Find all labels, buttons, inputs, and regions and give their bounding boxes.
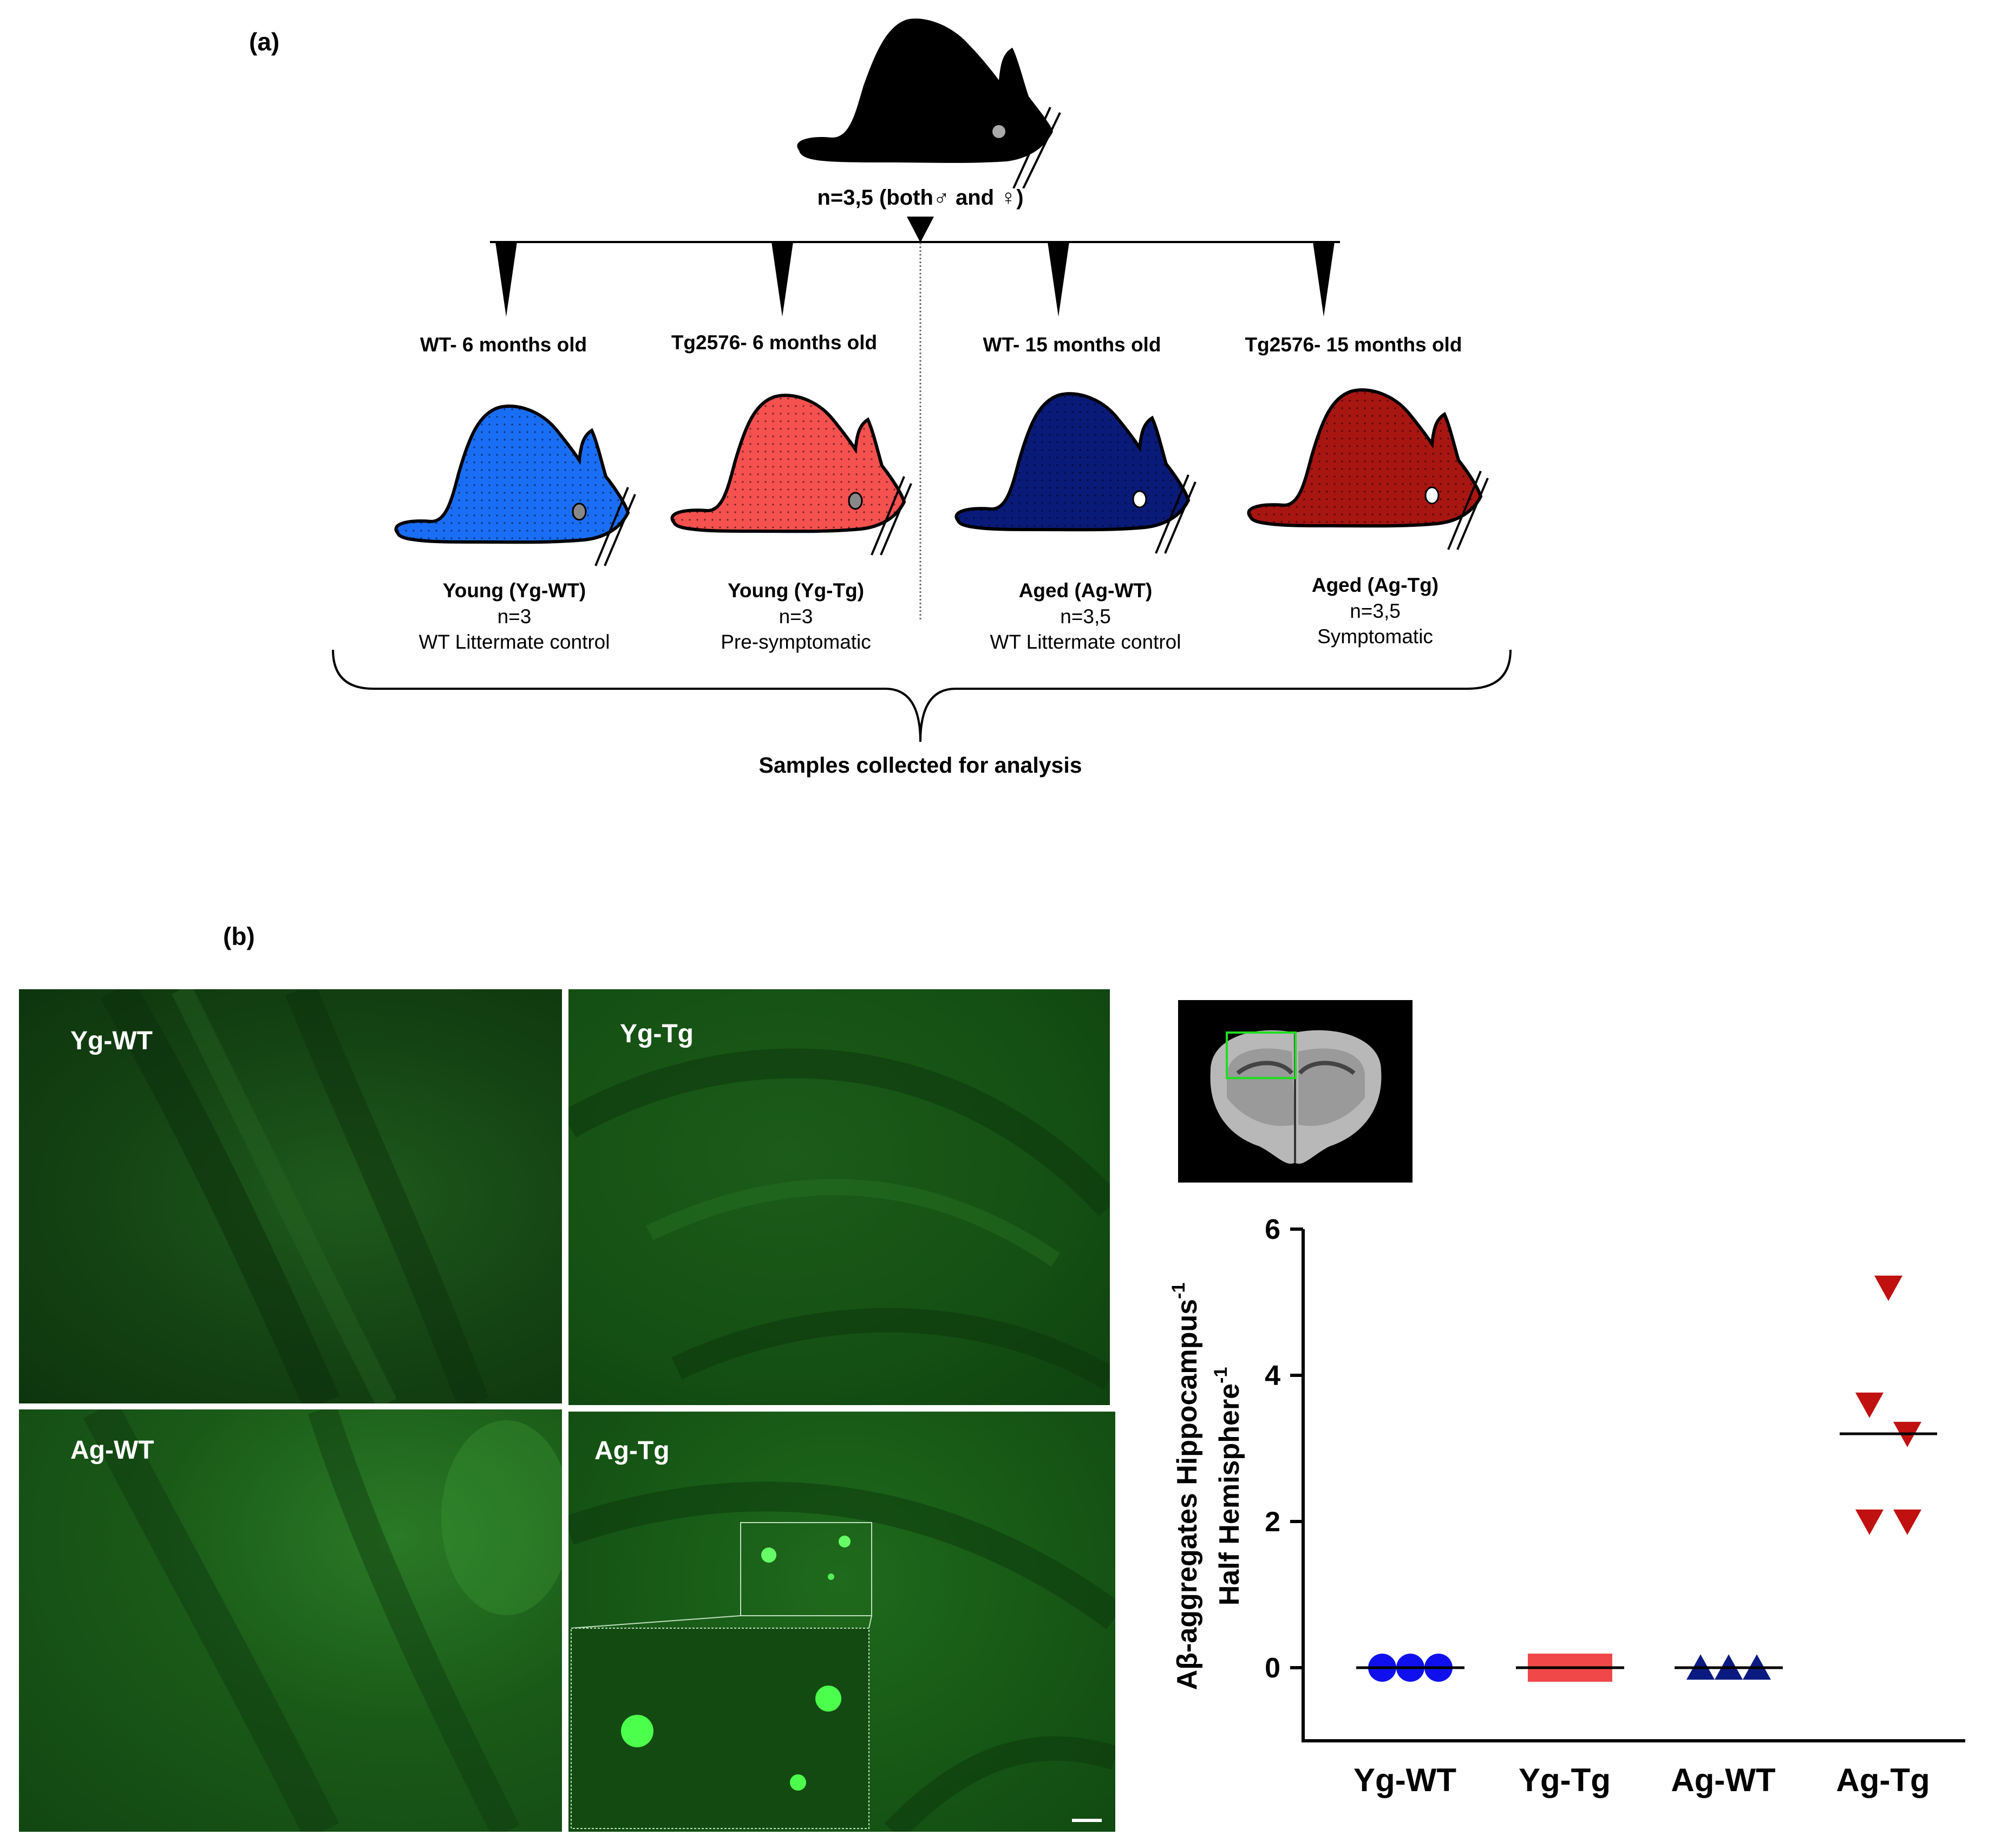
svg-text:Aβ-aggregates Hippocampus-1: Aβ-aggregates Hippocampus-1 <box>1168 1283 1203 1690</box>
mouse-whisker <box>880 483 912 556</box>
micrograph-label-yg-tg: Yg-Tg <box>620 1020 694 1048</box>
group-name-yg-tg: Young (Yg-Tg) <box>727 579 865 602</box>
group-desc-yg-wt: WT Littermate control <box>419 631 610 653</box>
panel-a-letter: (a) <box>249 28 280 56</box>
group-name-ag-tg: Aged (Ag-Tg) <box>1311 574 1439 596</box>
x-tick-label: Ag-WT <box>1671 1762 1775 1798</box>
group-name-ag-wt: Aged (Ag-WT) <box>1018 579 1153 602</box>
x-tick-label: Yg-Tg <box>1519 1762 1611 1798</box>
mouse-eye <box>1424 486 1440 505</box>
x-tick-label: Ag-Tg <box>1836 1762 1930 1798</box>
y-tick-label: 2 <box>1265 1506 1280 1538</box>
x-tick-label: Yg-WT <box>1353 1762 1456 1798</box>
arrow-yg-tg <box>771 242 793 317</box>
group-header-ag-wt: WT- 15 months old <box>983 334 1161 356</box>
mouse-body <box>1247 388 1483 528</box>
mouse-ag-wt-icon <box>954 392 1196 554</box>
y-tick-label: 4 <box>1265 1360 1280 1392</box>
arrow-yg-wt <box>495 242 517 317</box>
mouse-eye <box>572 502 587 521</box>
data-point <box>1855 1509 1884 1535</box>
center-arrow <box>907 217 934 243</box>
group-header-ag-tg: Tg2576- 15 months old <box>1245 334 1462 356</box>
group-desc-ag-tg: Symptomatic <box>1317 625 1433 648</box>
mouse-body <box>954 392 1191 532</box>
group-n-yg-wt: n=3 <box>497 605 532 628</box>
mouse-body <box>394 404 630 544</box>
mouse-body <box>670 394 906 533</box>
group-name-yg-wt: Young (Yg-WT) <box>442 579 586 602</box>
group-n-ag-tg: n=3,5 <box>1350 600 1401 622</box>
y-axis-label: Aβ-aggregates Hippocampus-1 Half Hemisph… <box>1168 1283 1245 1690</box>
mouse-whisker <box>604 494 636 566</box>
group-desc-ag-wt: WT Littermate control <box>990 631 1181 653</box>
group-n-yg-tg: n=3 <box>779 605 813 628</box>
micrograph-ag-tg: Ag-Tg <box>568 1412 1115 1832</box>
data-point <box>1874 1275 1902 1301</box>
panel-b-letter: (b) <box>223 922 255 950</box>
svg-text:Half Hemisphere-1: Half Hemisphere-1 <box>1211 1367 1245 1606</box>
micrograph-yg-wt: Yg-WT <box>19 989 562 1403</box>
mouse-yg-tg-icon <box>670 394 912 556</box>
group-tree-diagram <box>332 217 1512 742</box>
micrograph-label-yg-wt: Yg-WT <box>70 1027 153 1055</box>
brain-mri-thumbnail-icon <box>1178 1000 1413 1183</box>
micrograph-label-ag-wt: Ag-WT <box>70 1436 154 1465</box>
mouse-whisker <box>1447 471 1482 550</box>
scatter-chart: 0 2 4 6 Yg-WT Yg-Tg Ag-WT Ag-Tg Aβ-aggregates … <box>1168 1214 1965 1798</box>
group-header-yg-wt: WT- 6 months old <box>420 334 587 356</box>
data-point <box>1893 1509 1921 1535</box>
mouse-whisker <box>1155 474 1189 554</box>
group-desc-yg-tg: Pre-symptomatic <box>721 631 871 653</box>
parent-mouse-icon <box>797 18 1061 188</box>
data-point <box>1855 1392 1884 1418</box>
arrow-ag-tg <box>1313 242 1335 317</box>
mouse-whisker <box>594 487 629 566</box>
mouse-whisker <box>871 476 905 556</box>
mouse-whisker <box>1456 478 1489 550</box>
mouse-yg-wt-icon <box>394 404 636 566</box>
micrograph-ag-wt: Ag-WT <box>19 1409 562 1832</box>
group-n-ag-wt: n=3,5 <box>1060 605 1111 628</box>
parent-mouse-n: n=3,5 (both♂ and ♀) <box>817 186 1024 210</box>
samples-collected-label: Samples collected for analysis <box>758 753 1082 778</box>
group-header-yg-tg: Tg2576- 6 months old <box>671 331 878 354</box>
y-tick-label: 6 <box>1265 1214 1280 1245</box>
mouse-eye <box>1132 490 1147 508</box>
mouse-ag-tg-icon <box>1247 388 1489 550</box>
mouse-whisker <box>1164 481 1196 554</box>
mouse-eye <box>848 492 863 510</box>
y-tick-label: 0 <box>1265 1653 1280 1684</box>
micrograph-label-ag-tg: Ag-Tg <box>594 1436 670 1465</box>
micrograph-yg-tg: Yg-Tg <box>568 989 1110 1405</box>
arrow-ag-wt <box>1048 242 1069 317</box>
